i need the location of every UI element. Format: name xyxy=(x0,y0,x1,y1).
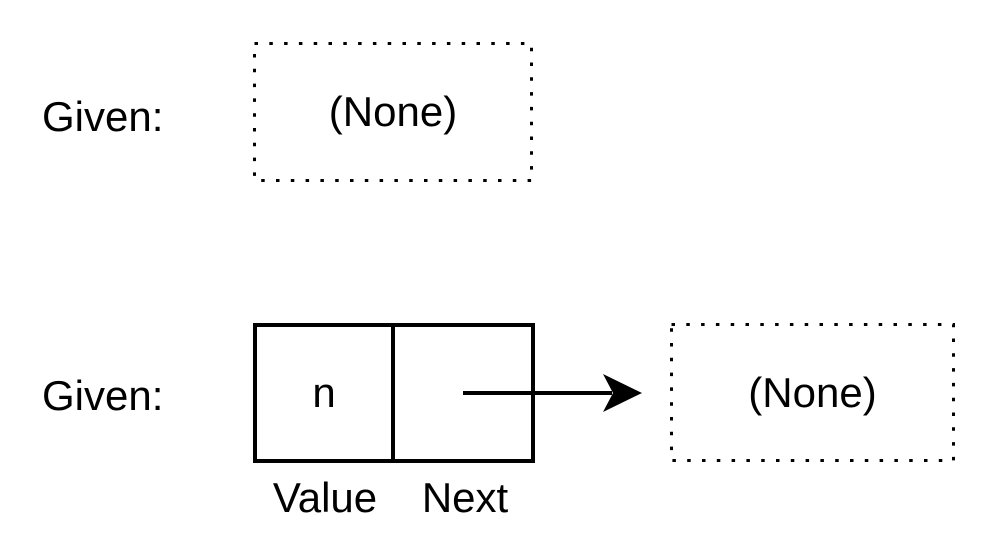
next-caption: Next xyxy=(421,474,509,521)
none-box-2-label: (None) xyxy=(748,368,877,416)
next-pointer-arrowhead xyxy=(603,374,642,412)
given-label-1: Given: xyxy=(42,93,164,140)
none-box-1-label: (None) xyxy=(328,88,458,135)
value-caption: Value xyxy=(272,474,378,521)
node-value-text: n xyxy=(312,369,336,416)
given-label-2: Given: xyxy=(42,372,164,419)
